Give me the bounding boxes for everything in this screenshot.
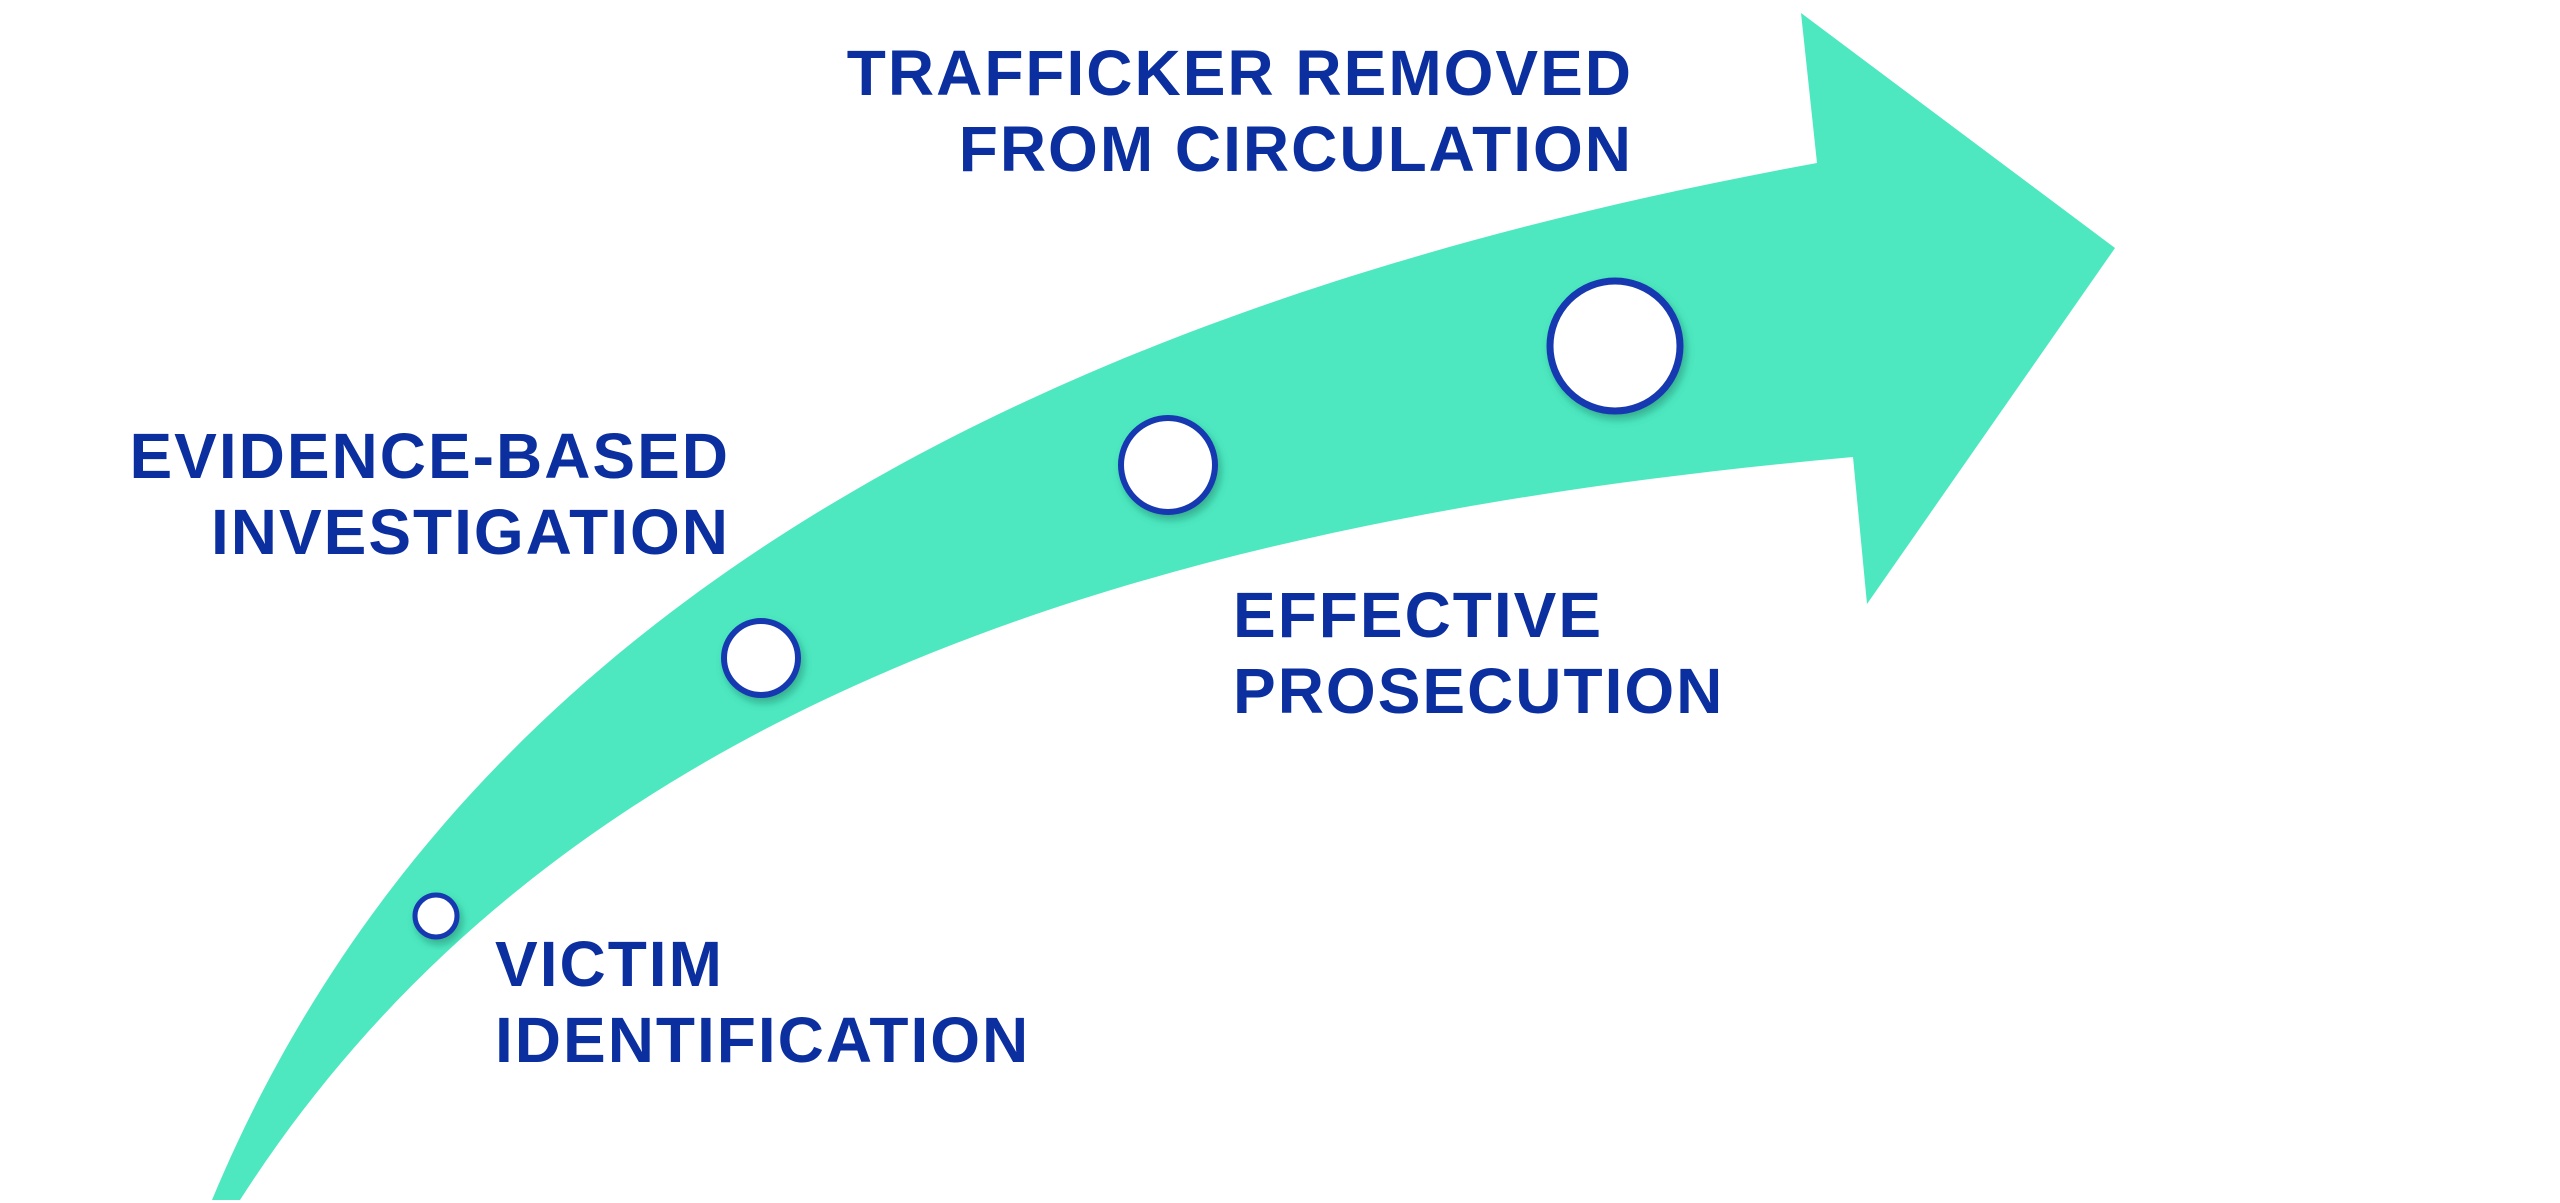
stage-label-line1: TRAFFICKER REMOVED — [846, 37, 1633, 109]
stage-label-line2: PROSECUTION — [1233, 655, 1725, 727]
milestone-circle-4 — [1546, 277, 1684, 415]
stage-label-victim-identification: VICTIM IDENTIFICATION — [495, 926, 1030, 1078]
milestone-circles — [412, 277, 1684, 940]
milestone-circle-3 — [1118, 415, 1218, 515]
milestone-circle-2 — [721, 618, 801, 698]
stage-label-line1: EFFECTIVE — [1233, 579, 1604, 651]
milestone-circle-1 — [412, 892, 460, 940]
stage-label-line1: VICTIM — [495, 928, 724, 1000]
stage-label-effective-prosecution: EFFECTIVE PROSECUTION — [1233, 577, 1724, 729]
stage-label-trafficker-removed: TRAFFICKER REMOVED FROM CIRCULATION — [847, 35, 1633, 187]
stage-label-line2: IDENTIFICATION — [495, 1004, 1031, 1076]
stage-label-line2: FROM CIRCULATION — [958, 113, 1633, 185]
stage-label-line1: EVIDENCE-BASED — [129, 420, 730, 492]
stage-label-evidence-based-investigation: EVIDENCE-BASED INVESTIGATION — [129, 418, 730, 570]
stage-label-line2: INVESTIGATION — [210, 496, 730, 568]
